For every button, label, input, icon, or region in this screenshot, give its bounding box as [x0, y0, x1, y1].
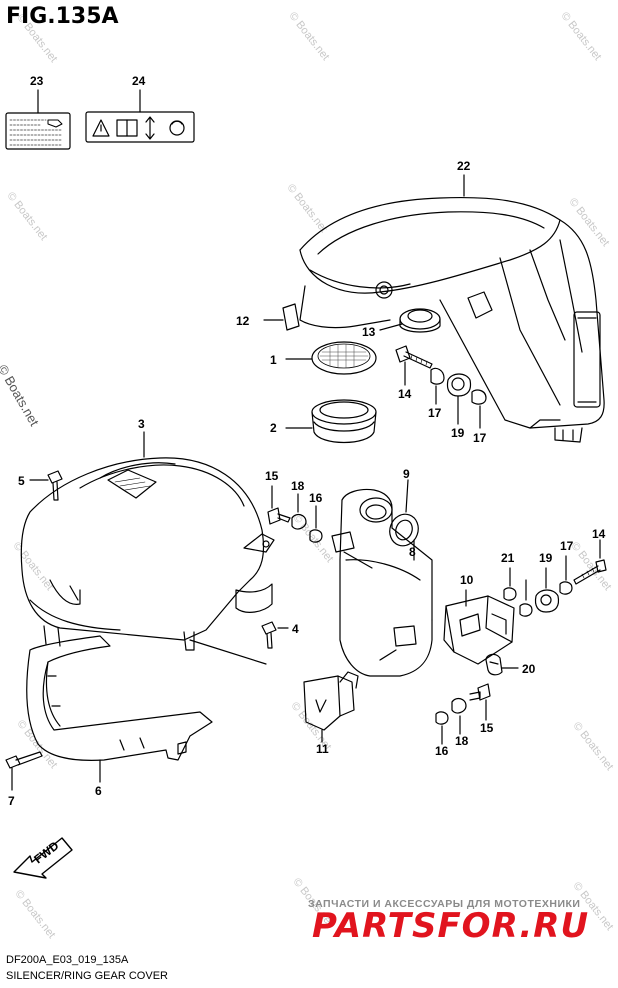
bolt-5 — [29, 470, 63, 501]
brand-subtitle: ЗАПЧАСТИ И АКСЕССУАРЫ ДЛЯ МОТОТЕХНИКИ — [308, 898, 581, 910]
callout-17-upper-b: 17 — [473, 431, 487, 445]
callout-18-mid: 18 — [291, 479, 305, 493]
ring-gear-cover-3 — [20, 431, 275, 641]
callout-15-lower: 15 — [480, 721, 494, 735]
callout-14-right: 14 — [592, 527, 606, 541]
guard-plate-6 — [26, 625, 213, 783]
callout-2: 2 — [270, 421, 277, 435]
bushing-group-lower — [435, 683, 491, 745]
fwd-arrow — [13, 837, 73, 879]
callout-1: 1 — [270, 353, 277, 367]
bushing-group-right — [503, 539, 607, 617]
callout-15-mid: 15 — [265, 469, 279, 483]
callout-17-upper-a: 17 — [428, 406, 442, 420]
bracket-10 — [443, 589, 515, 665]
silencer-8 — [331, 488, 433, 677]
callout-11: 11 — [316, 742, 329, 756]
callout-6: 6 — [95, 784, 102, 798]
filter-1 — [285, 341, 377, 375]
callout-4: 4 — [292, 622, 299, 636]
seal-13 — [379, 308, 441, 333]
callout-19-right: 19 — [539, 551, 553, 565]
callout-12: 12 — [236, 314, 250, 328]
callout-9: 9 — [403, 467, 410, 481]
callout-17-right: 17 — [560, 539, 574, 553]
callout-5: 5 — [18, 474, 25, 488]
seal-ring-2 — [285, 399, 377, 443]
seal-9 — [389, 479, 419, 547]
callout-18-lower: 18 — [455, 734, 469, 748]
figure-code: DF200A_E03_019_135A — [6, 954, 129, 966]
bolt-14-upper — [395, 345, 433, 386]
bracket-11 — [303, 671, 359, 743]
bushing-group-upper — [430, 367, 487, 429]
callout-23: 23 — [30, 74, 44, 88]
callout-22: 22 — [457, 159, 471, 173]
callout-14-upper: 14 — [398, 387, 412, 401]
callout-24: 24 — [132, 74, 146, 88]
callout-16-lower: 16 — [435, 744, 449, 758]
callout-21: 21 — [501, 551, 515, 565]
label-23-sticker — [5, 89, 71, 150]
figure-title: FIG.135A — [6, 4, 119, 29]
silencer-22 — [299, 174, 605, 443]
callout-16-mid: 16 — [309, 491, 323, 505]
clip-20 — [485, 653, 519, 676]
bolt-4 — [189, 621, 289, 665]
bushing-group-mid — [267, 485, 323, 543]
callout-20: 20 — [522, 662, 536, 676]
callout-13: 13 — [362, 325, 376, 339]
bolt-7 — [5, 751, 43, 791]
callout-8: 8 — [409, 545, 416, 559]
brand-logo: PARTSFOR.RU — [312, 906, 590, 946]
grommet-12 — [263, 303, 300, 331]
label-24-sticker — [85, 89, 195, 143]
callout-7: 7 — [8, 794, 15, 808]
callout-19-upper: 19 — [451, 426, 465, 440]
callout-10: 10 — [460, 573, 474, 587]
figure-description: SILENCER/RING GEAR COVER — [6, 970, 168, 982]
callout-3: 3 — [138, 417, 145, 431]
